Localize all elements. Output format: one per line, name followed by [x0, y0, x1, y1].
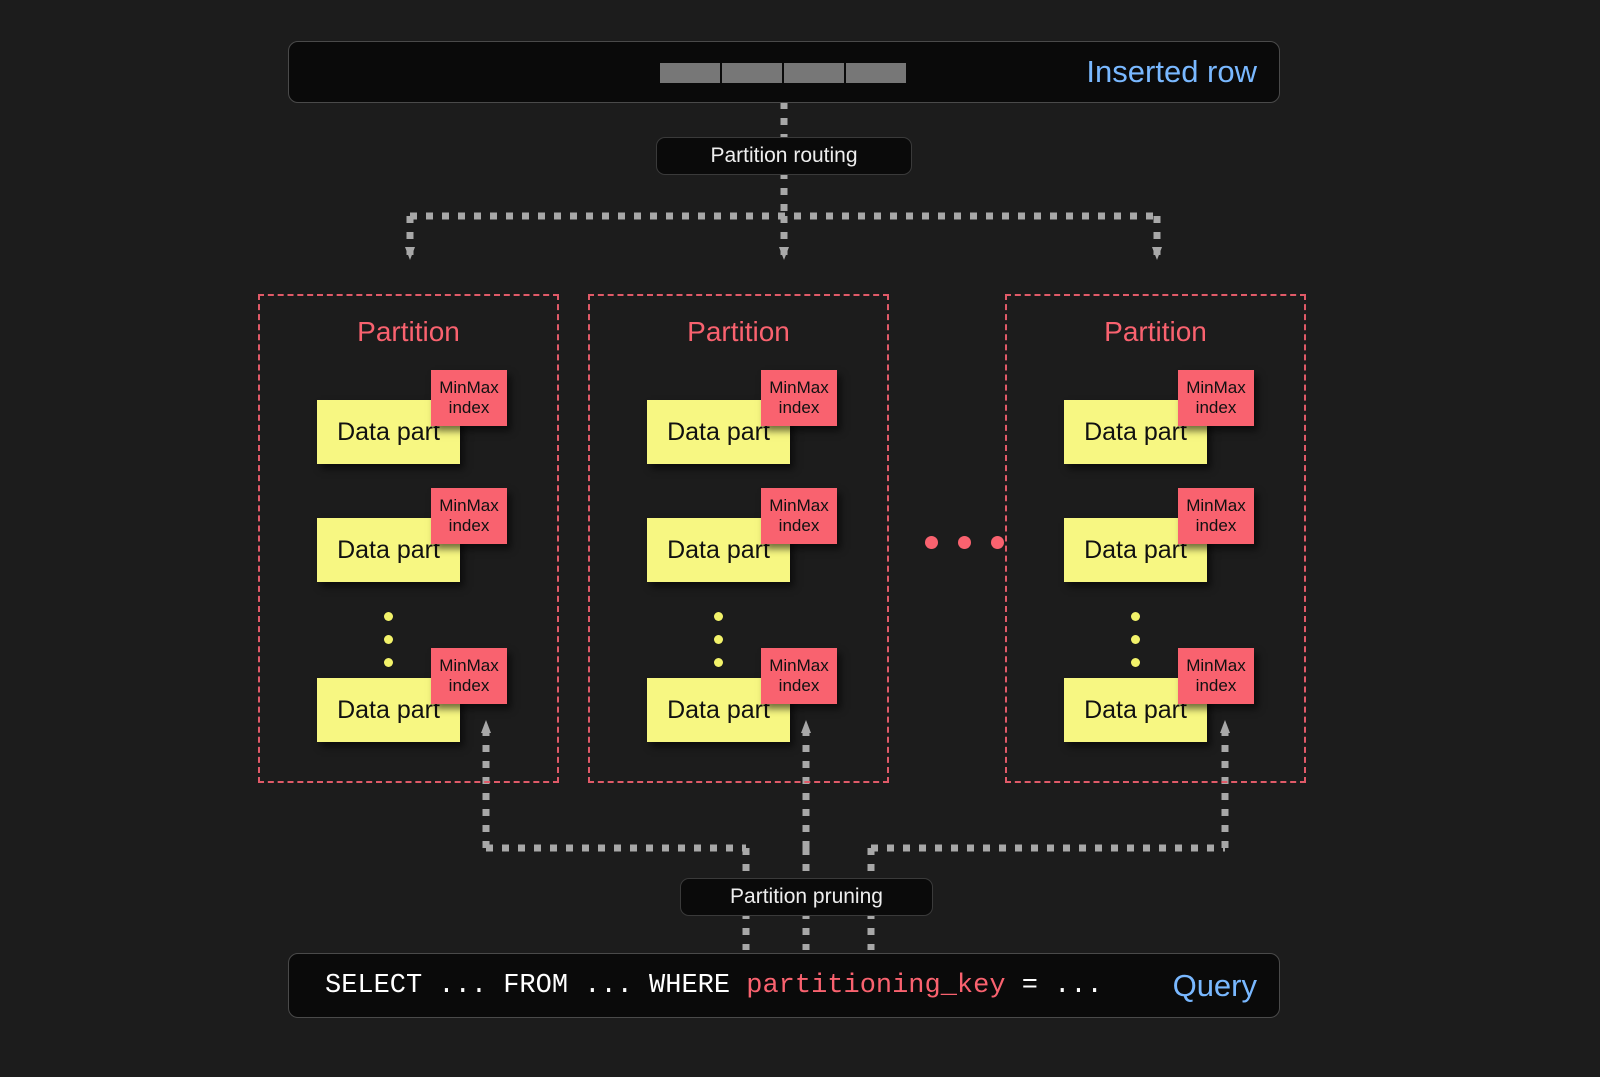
data-part-label: Data part	[337, 535, 440, 564]
minmax-index-box: MinMax index	[431, 648, 507, 704]
ellipsis-dot	[925, 536, 938, 549]
minmax-index-label-line1: MinMax	[769, 495, 829, 515]
minmax-index-label-line1: MinMax	[439, 495, 499, 515]
minmax-index-box: MinMax index	[1178, 488, 1254, 544]
minmax-index-box: MinMax index	[761, 370, 837, 426]
minmax-index-label-line1: MinMax	[1186, 377, 1246, 397]
sql-partitioning-key: partitioning_key	[746, 970, 1006, 1001]
ellipsis-dot	[958, 536, 971, 549]
minmax-index-box: MinMax index	[431, 370, 507, 426]
minmax-index-label-line1: MinMax	[1186, 655, 1246, 675]
data-part-ellipsis	[384, 612, 393, 667]
minmax-index-label-line1: MinMax	[1186, 495, 1246, 515]
inserted-row-panel: Inserted row	[288, 41, 1280, 103]
partition-box-3: Partition MinMax index Data part MinMax …	[1005, 294, 1306, 783]
data-part-label: Data part	[1084, 695, 1187, 724]
minmax-index-label-line1: MinMax	[439, 655, 499, 675]
sql-suffix: = ...	[1005, 970, 1103, 1001]
minmax-index-label-line2: index	[448, 676, 490, 695]
data-part-ellipsis	[714, 612, 723, 667]
data-part-label: Data part	[667, 695, 770, 724]
partition-title: Partition	[687, 316, 790, 347]
data-part-label: Data part	[667, 417, 770, 446]
ellipsis-dot	[384, 635, 393, 644]
minmax-index-box: MinMax index	[1178, 370, 1254, 426]
partition-pruning-box[interactable]: Partition pruning	[680, 878, 933, 916]
minmax-index-label-line2: index	[1195, 398, 1237, 417]
minmax-index-label-line2: index	[778, 516, 820, 535]
query-label: Query	[1172, 967, 1257, 1003]
minmax-index-box: MinMax index	[1178, 648, 1254, 704]
data-part-box: Data part	[647, 518, 790, 582]
minmax-index-box: MinMax index	[431, 488, 507, 544]
data-part-label: Data part	[667, 535, 770, 564]
minmax-index-box: MinMax index	[761, 648, 837, 704]
ellipsis-dot	[714, 612, 723, 621]
row-cell	[721, 62, 783, 84]
data-part-box: Data part	[647, 678, 790, 742]
minmax-index-label-line2: index	[1195, 676, 1237, 695]
row-cell	[783, 62, 845, 84]
data-part-label: Data part	[337, 695, 440, 724]
minmax-index-label-line2: index	[778, 676, 820, 695]
partition-box-2: Partition MinMax index Data part MinMax …	[588, 294, 889, 783]
row-cell	[659, 62, 721, 84]
minmax-index-label-line2: index	[1195, 516, 1237, 535]
ellipsis-dot	[384, 658, 393, 667]
data-part-box: Data part	[317, 400, 460, 464]
inserted-row-cells	[659, 62, 907, 84]
partitions-ellipsis	[925, 536, 1004, 549]
minmax-index-label-line2: index	[778, 398, 820, 417]
partition-routing-label: Partition routing	[710, 144, 858, 167]
minmax-index-label-line2: index	[448, 516, 490, 535]
minmax-index-label-line1: MinMax	[439, 377, 499, 397]
data-part-label: Data part	[1084, 535, 1187, 564]
minmax-index-label-line1: MinMax	[769, 377, 829, 397]
data-part-label: Data part	[337, 417, 440, 446]
data-part-box: Data part	[1064, 400, 1207, 464]
minmax-index-box: MinMax index	[761, 488, 837, 544]
ellipsis-dot	[714, 635, 723, 644]
partition-box-1: Partition MinMax index Data part MinMax …	[258, 294, 559, 783]
partition-pruning-label: Partition pruning	[730, 885, 883, 908]
row-cell	[845, 62, 907, 84]
minmax-index-label-line2: index	[448, 398, 490, 417]
data-part-ellipsis	[1131, 612, 1140, 667]
sql-query-text: SELECT ... FROM ... WHERE partitioning_k…	[325, 971, 1103, 1001]
data-part-label: Data part	[1084, 417, 1187, 446]
partition-title: Partition	[1104, 316, 1207, 347]
inserted-row-label: Inserted row	[1086, 54, 1257, 89]
partition-title: Partition	[357, 316, 460, 347]
query-panel: SELECT ... FROM ... WHERE partitioning_k…	[288, 953, 1280, 1018]
partition-routing-box[interactable]: Partition routing	[656, 137, 912, 175]
ellipsis-dot	[384, 612, 393, 621]
ellipsis-dot	[1131, 612, 1140, 621]
ellipsis-dot	[1131, 635, 1140, 644]
minmax-index-label-line1: MinMax	[769, 655, 829, 675]
sql-prefix: SELECT ... FROM ... WHERE	[325, 970, 747, 1001]
ellipsis-dot	[1131, 658, 1140, 667]
ellipsis-dot	[714, 658, 723, 667]
ellipsis-dot	[991, 536, 1004, 549]
